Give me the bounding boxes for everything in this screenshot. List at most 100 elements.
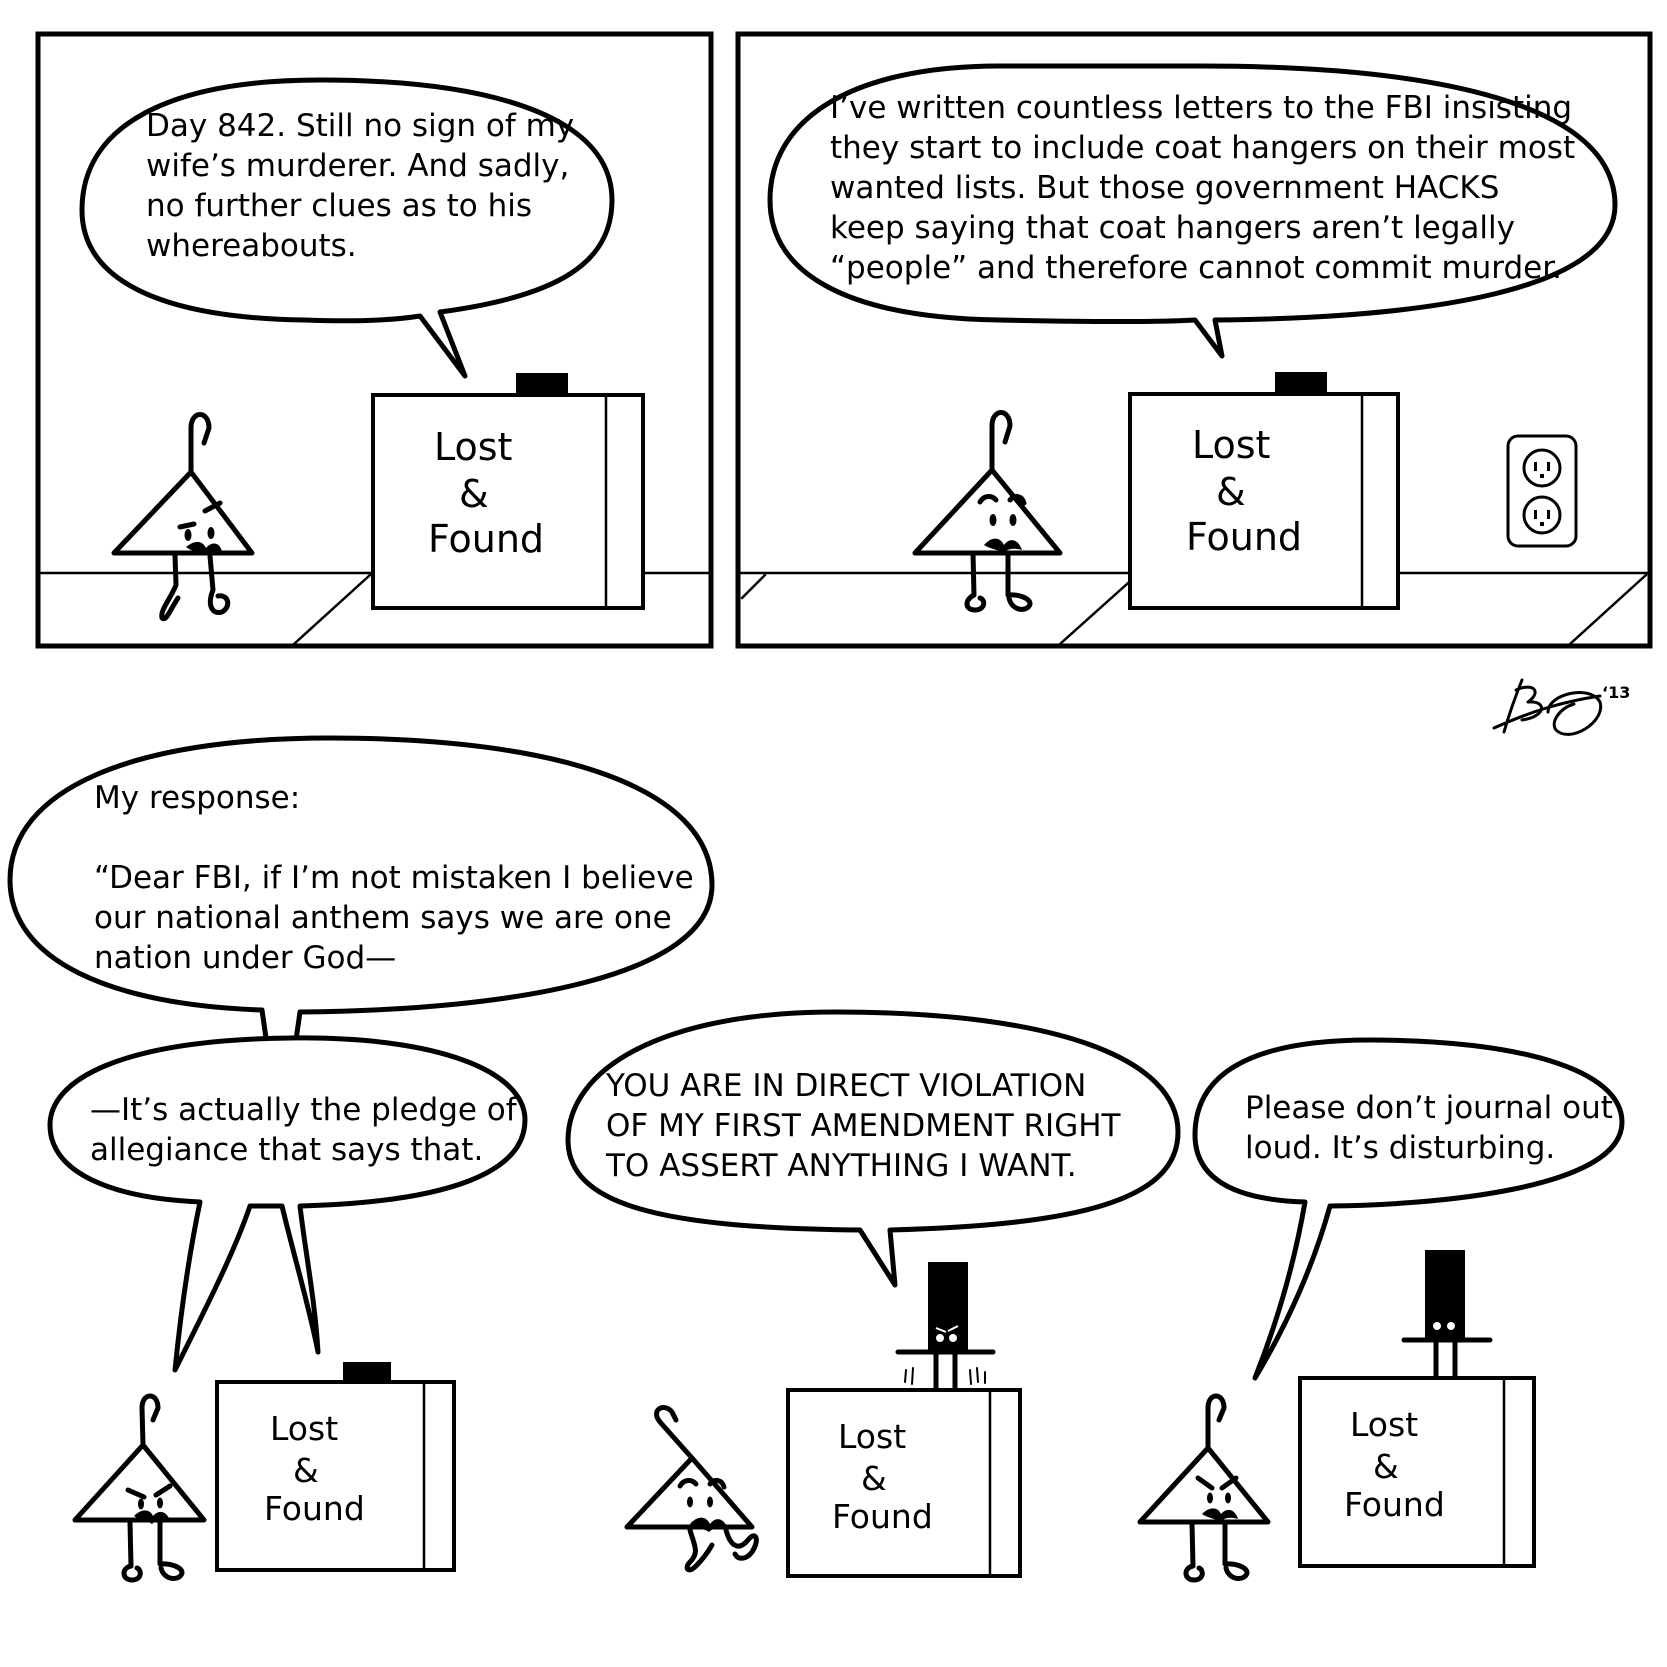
worried-brows: [677, 1477, 727, 1490]
lost-and-found-box: Lost & Found: [371, 373, 645, 610]
speech-text-4: YOU ARE IN DIRECT VIOLATION OF MY FIRST …: [605, 1068, 1130, 1184]
coat-hanger-character: [111, 412, 255, 622]
hanger-body: [912, 467, 1063, 556]
leg-right: [1222, 1521, 1250, 1581]
floor-corner-line: [1568, 573, 1648, 646]
speech-text-5: Please don’t journal out loud. It’s dist…: [1245, 1090, 1623, 1166]
leg-left: [684, 1527, 715, 1573]
lost-and-found-box: Lost & Found: [1128, 372, 1400, 610]
top-hat-character: [1401, 1250, 1493, 1383]
angry-brows: [1195, 1475, 1239, 1491]
wall-outlet-icon: [1506, 434, 1578, 548]
box-label: Lost & Found: [1344, 1405, 1445, 1524]
scene-3-middle: Lost & Found: [624, 1262, 1022, 1578]
hanger-body: [72, 1442, 207, 1523]
coat-hanger-character: [624, 1405, 759, 1573]
scene-3-right: Lost & Found: [1137, 1250, 1536, 1583]
leg-left: [964, 550, 987, 613]
hanger-body: [624, 1455, 755, 1530]
leg-right: [207, 553, 231, 616]
box-label: Lost & Found: [1186, 423, 1302, 559]
shake-lines: [904, 1367, 986, 1385]
box-lid-handle: [343, 1362, 391, 1382]
floor-corner-line: [1058, 573, 1139, 646]
speech-line: “people” and therefore cannot commit mur…: [830, 250, 1562, 286]
coat-hanger-character: [912, 410, 1063, 613]
speech-line: keep saying that coat hangers aren’t leg…: [830, 210, 1515, 246]
socket-ground: [1540, 522, 1544, 526]
eye: [707, 1496, 713, 1508]
box-label: Lost & Found: [264, 1409, 365, 1528]
coat-hanger-character: [72, 1393, 207, 1583]
box-label: Lost & Found: [832, 1417, 933, 1536]
scene-3-left: Lost & Found: [72, 1362, 456, 1583]
eye: [1225, 1492, 1231, 1504]
speech-line: I’ve written countless letters to the FB…: [830, 90, 1572, 126]
box-lid-handle: [1275, 372, 1327, 394]
outlet-plate: [1506, 434, 1578, 548]
coat-hanger-character: [1137, 1393, 1271, 1583]
eye: [207, 527, 215, 539]
mustache-icon: [186, 541, 222, 555]
eye: [1207, 1492, 1213, 1504]
speech-line: “Dear FBI, if I’m not mistaken I believe: [94, 860, 694, 896]
sad-brows: [977, 493, 1027, 506]
speech-text-3-top: My response: “Dear FBI, if I’m not mista…: [94, 780, 704, 976]
leg-left: [121, 1519, 143, 1583]
eye: [1445, 1320, 1457, 1332]
mustache-icon: [134, 1510, 170, 1524]
leg-left: [159, 552, 181, 622]
speech-bubble-1: [79, 77, 615, 379]
socket-slot: [1534, 462, 1537, 471]
socket-slot: [1547, 462, 1550, 471]
eye: [138, 1498, 144, 1510]
leg-right: [1005, 550, 1033, 612]
mustache-icon: [1202, 1508, 1238, 1522]
leg-right: [157, 1519, 185, 1581]
eye: [157, 1497, 163, 1509]
hanger-body: [1137, 1445, 1271, 1525]
speech-bubble-3-top: [7, 735, 715, 1055]
floor-corner-line: [292, 573, 372, 646]
speech-line: wife’s murderer. And sadly,: [146, 148, 569, 184]
signature-scribble: [1492, 678, 1603, 736]
hanger-hook: [989, 410, 1013, 473]
speech-line: TO ASSERT ANYTHING I WANT.: [605, 1148, 1077, 1184]
speech-bubble-3-interrupt: [47, 1035, 528, 1373]
top-hat-character: [895, 1262, 996, 1393]
speech-line: they start to include coat hangers on th…: [830, 130, 1575, 166]
angry-brows: [935, 1325, 959, 1333]
eye: [687, 1496, 693, 1508]
leg-right: [723, 1527, 759, 1561]
angry-brows: [177, 500, 223, 530]
eye: [184, 529, 192, 541]
top-hat-icon: [1425, 1250, 1465, 1338]
speech-line: wanted lists. But those government HACKS: [830, 170, 1499, 206]
socket-ground: [1540, 474, 1544, 478]
socket-slot: [1534, 510, 1537, 519]
socket: [1522, 448, 1562, 488]
speech-line: Day 842. Still no sign of my: [146, 108, 574, 144]
speech-bubble-2: [767, 63, 1618, 359]
eye: [947, 1332, 959, 1344]
socket: [1522, 495, 1562, 535]
speech-line: loud. It’s disturbing.: [1245, 1130, 1555, 1166]
speech-line: YOU ARE IN DIRECT VIOLATION: [605, 1068, 1086, 1104]
speech-line: allegiance that says that.: [90, 1132, 483, 1168]
speech-line: our national anthem says we are one: [94, 900, 672, 936]
hanger-body: [111, 469, 255, 556]
hanger-hook: [139, 1393, 161, 1448]
eye: [989, 514, 997, 526]
speech-line: nation under God—: [94, 940, 396, 976]
angry-brows: [125, 1483, 173, 1500]
speech-line: Please don’t journal out: [1245, 1090, 1613, 1126]
speech-bubble-4: [565, 1009, 1181, 1288]
speech-line: whereabouts.: [146, 228, 357, 264]
eye: [934, 1332, 946, 1344]
floor-corner-line: [740, 573, 767, 600]
hanger-hook: [654, 1405, 695, 1461]
box-body: [215, 1380, 456, 1572]
speech-text-3-interrupt: —It’s actually the pledge of allegiance …: [90, 1092, 527, 1168]
speech-line: OF MY FIRST AMENDMENT RIGHT: [606, 1108, 1122, 1144]
box-label: Lost & Found: [428, 425, 544, 561]
